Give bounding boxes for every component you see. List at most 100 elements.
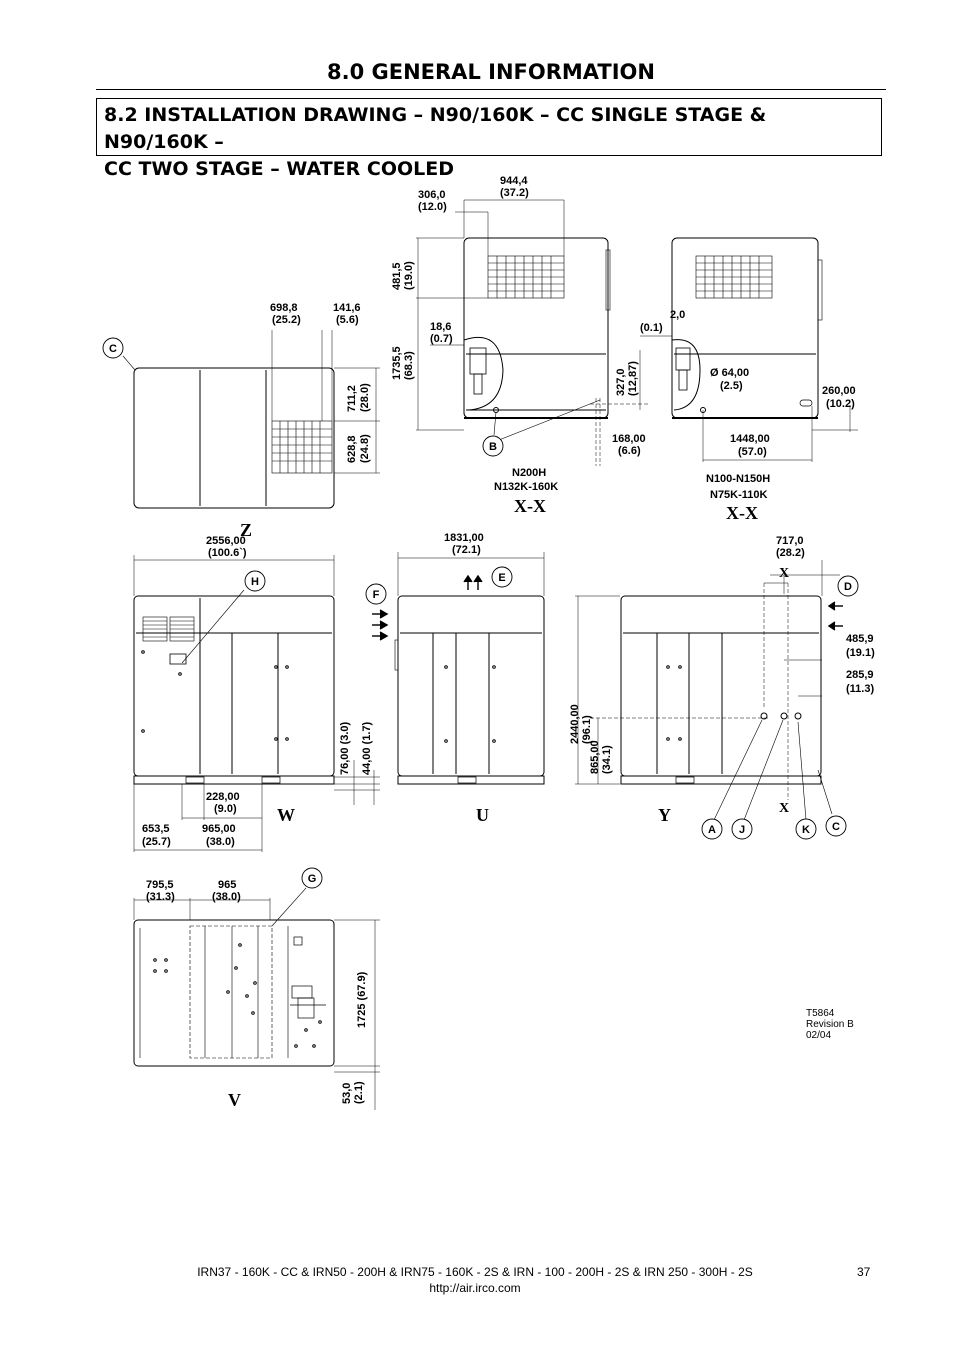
dim-711-mm: 711,2	[346, 385, 358, 412]
view-label-xx-2: X-X	[726, 503, 758, 523]
model-n75k: N75K-110K	[710, 489, 768, 501]
dim-53-mm: 53,0	[341, 1083, 353, 1104]
dim-228-mm: 228,00	[206, 791, 240, 803]
dim-711-in: (28.0)	[359, 383, 371, 412]
page-number: 37	[857, 1265, 871, 1279]
svg-text:F: F	[373, 589, 380, 601]
dim-965b-in: (38.0)	[212, 891, 241, 903]
dim-2-in: (0.1)	[640, 322, 663, 334]
dim-965a-mm: 965,00	[202, 823, 236, 835]
dim-717-in: (28.2)	[776, 547, 805, 559]
view-label-u: U	[476, 805, 489, 825]
callout-a: A	[701, 818, 723, 840]
section-rule	[96, 89, 886, 90]
dim-2556-mm: 2556,00	[206, 535, 246, 547]
subsection-title-line1: 8.2 INSTALLATION DRAWING – N90/160K – CC…	[104, 104, 767, 153]
view-front-w	[133, 555, 380, 852]
dim-944-mm: 944,4	[500, 175, 528, 187]
section-title: 8.0 GENERAL INFORMATION	[327, 60, 655, 84]
dim-653-in: (25.7)	[142, 836, 171, 848]
dim-285-in: (11.3)	[846, 683, 874, 695]
dim-717-mm: 717,0	[776, 535, 804, 547]
view-label-xx-1: X-X	[514, 496, 546, 516]
subsection-title-line2: CC TWO STAGE – WATER COOLED	[104, 158, 454, 180]
svg-text:C: C	[109, 343, 117, 355]
dim-2440-in: (96.1)	[581, 715, 593, 744]
svg-text:B: B	[489, 441, 497, 453]
dim-2440-mm: 2440,00	[569, 704, 581, 744]
model-n200h: N200H	[512, 467, 546, 479]
dim-944-in: (37.2)	[500, 187, 529, 199]
dim-865-mm: 865,00	[589, 740, 601, 774]
svg-text:C: C	[832, 821, 840, 833]
dim-1831-mm: 1831,00	[444, 532, 484, 544]
arrows-d-icon	[827, 601, 843, 631]
w-louvres	[142, 616, 195, 642]
dim-481-in: (19.0)	[403, 261, 415, 290]
footer-models: IRN37 - 160K - CC & IRN50 - 200H & IRN75…	[197, 1265, 753, 1279]
view-rear-y	[575, 560, 843, 821]
dim-285-mm: 285,9	[846, 669, 874, 681]
dim-141-mm: 141,6	[333, 302, 361, 314]
dim-306-mm: 306,0	[418, 189, 446, 201]
dim-53-in: (2.1)	[353, 1081, 365, 1104]
dim-64-in: (2.5)	[720, 380, 743, 392]
callout-g: G	[301, 867, 323, 889]
svg-text:D: D	[844, 581, 852, 593]
section-marker-x-top: X	[779, 566, 789, 581]
model-n132k: N132K-160K	[494, 481, 558, 493]
svg-text:E: E	[498, 572, 505, 584]
view-top-z	[122, 330, 380, 509]
dim-795-mm: 795,5	[146, 879, 174, 891]
top-vent-grille	[271, 420, 333, 474]
dim-141-in: (5.6)	[336, 314, 359, 326]
xx1-vent-grille	[487, 255, 565, 299]
view-bottom-v	[133, 887, 380, 1110]
svg-text:H: H	[251, 576, 259, 588]
dim-327-mm: 327,0	[615, 368, 627, 396]
model-n100: N100-N150H	[706, 473, 770, 485]
dim-1735-in: (68.3)	[403, 351, 415, 380]
arrows-f-icon	[372, 609, 389, 641]
callout-j: J	[731, 818, 753, 840]
dim-698-mm: 698,8	[270, 302, 298, 314]
dim-1448-mm: 1448,00	[730, 433, 770, 445]
dim-2-mm: 2,0	[670, 309, 685, 321]
view-label-v: V	[228, 1090, 241, 1110]
revision-label: Revision B	[806, 1019, 854, 1030]
callout-c-top: C	[102, 337, 124, 359]
dim-653-mm: 653,5	[142, 823, 170, 835]
view-section-xx-2	[640, 237, 858, 462]
callout-d: D	[837, 575, 859, 597]
dim-628-in: (24.8)	[359, 434, 371, 463]
dim-485-mm: 485,9	[846, 633, 874, 645]
revision-drawing-number: T5864	[806, 1008, 835, 1019]
svg-text:K: K	[802, 824, 810, 836]
dim-485-in: (19.1)	[846, 647, 875, 659]
dim-795-in: (31.3)	[146, 891, 175, 903]
callout-c-right: C	[825, 815, 847, 837]
svg-text:J: J	[739, 824, 745, 836]
dim-1448-in: (57.0)	[738, 446, 767, 458]
svg-text:G: G	[308, 873, 317, 885]
dim-327-in: (12,87)	[627, 361, 639, 396]
view-label-z: Z	[240, 520, 252, 540]
svg-text:A: A	[708, 824, 716, 836]
dim-260-in: (10.2)	[826, 398, 855, 410]
dim-965b-mm: 965	[218, 879, 236, 891]
dim-1831-in: (72.1)	[452, 544, 481, 556]
subsection-title-box: 8.2 INSTALLATION DRAWING – N90/160K – CC…	[96, 98, 882, 180]
dim-2556-in: (100.6`)	[208, 547, 247, 559]
dim-628-mm: 628,8	[346, 435, 358, 463]
dim-64-mm: Ø 64,00	[710, 367, 749, 379]
callout-h: H	[244, 570, 266, 592]
dim-1735-mm: 1735,5	[391, 346, 403, 380]
dim-76: 76,00 (3.0)	[339, 721, 351, 775]
dim-168-mm: 168,00	[612, 433, 646, 445]
dim-260-mm: 260,00	[822, 385, 856, 397]
view-side-u	[372, 552, 545, 785]
footer-url[interactable]: http://air.irco.com	[429, 1281, 521, 1295]
dim-965a-in: (38.0)	[206, 836, 235, 848]
section-marker-x-bottom: X	[779, 801, 789, 816]
